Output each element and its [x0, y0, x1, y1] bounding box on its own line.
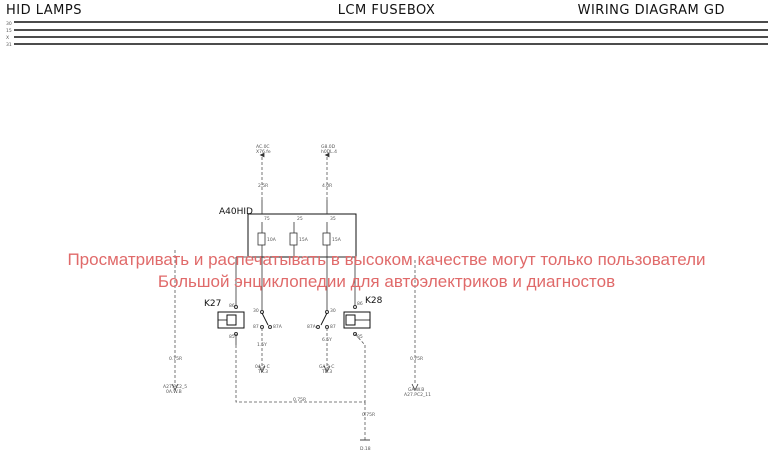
svg-text:10A: 10A	[267, 237, 277, 243]
wire-right-feed-gauge: 4.0R	[322, 183, 332, 189]
bus-label-x: X	[6, 35, 9, 41]
bus-label-15: 15	[6, 28, 12, 34]
svg-text:25: 25	[297, 216, 303, 222]
wire-k28-out-line1: GA.2 C	[319, 364, 334, 370]
svg-text:87: 87	[330, 324, 336, 330]
connector-left-line1: AC.0C	[256, 144, 270, 150]
wire-coil-link	[235, 345, 366, 403]
connector-right-line2: h0DL.4	[321, 149, 337, 155]
svg-text:30: 30	[330, 308, 336, 314]
wire-k27-out-line1: 0A.2 C	[255, 364, 270, 370]
svg-text:85: 85	[357, 334, 363, 340]
fusebox-label: A40HID	[219, 207, 253, 217]
header-right-title: WIRING DIAGRAM GD	[577, 3, 725, 18]
wire-k27-out-line2: TR.3	[257, 369, 268, 375]
wire-left-signal-gauge: 0.75R	[169, 356, 182, 362]
wire-k28-out-gauge: 6.5Y	[322, 337, 332, 343]
wire-left-signal-line1: A27.PC2_5	[163, 384, 187, 390]
fuse-2: 25 15A	[289, 216, 309, 257]
svg-text:87A: 87A	[307, 324, 317, 330]
wire-k27-out-gauge: 1.5Y	[257, 342, 267, 348]
svg-text:30: 30	[253, 308, 259, 314]
wire-right-signal-gauge: 0.75R	[410, 356, 423, 362]
wire-right-signal-line1: GA.W.B	[408, 387, 424, 393]
relay-k28: K28 86 85 30 87 87A	[307, 296, 383, 340]
fuse-1: 75 10A	[257, 216, 277, 257]
bus-label-31: 31	[6, 42, 12, 48]
wire-coil-link-gauge: 0.75R	[293, 397, 306, 403]
header-center-title: LCM FUSEBOX	[337, 3, 436, 18]
wire-ground-gauge: 0.75R	[362, 412, 375, 418]
svg-text:75: 75	[264, 216, 270, 222]
relay-k27: K27 86 85 30 87 87A	[204, 299, 283, 345]
watermark-line-2: Большой энциклопедии для автоэлектриков …	[157, 272, 616, 291]
connector-left-line2: X76.fe	[256, 149, 271, 155]
wire-k28-out-line2: TB.3	[321, 369, 332, 375]
ground-label: D.18	[360, 446, 371, 452]
relay-k27-label: K27	[204, 299, 221, 309]
relay-k28-label: K28	[365, 296, 383, 306]
svg-text:86: 86	[357, 301, 363, 307]
svg-text:87A: 87A	[273, 324, 283, 330]
svg-text:86: 86	[229, 303, 235, 309]
svg-text:87: 87	[253, 324, 259, 330]
watermark-line-1: Просматривать и распечатывать в высоком …	[67, 250, 706, 269]
wire-left-signal-line2: 0A.W.B	[166, 389, 182, 395]
svg-text:85: 85	[229, 334, 235, 340]
connector-right-line1: G8.0D	[321, 144, 336, 150]
fuse-3: 35 15A	[322, 216, 342, 257]
wire-left-feed-gauge: 2.5R	[258, 183, 268, 189]
svg-text:15A: 15A	[332, 237, 342, 243]
svg-text:35: 35	[330, 216, 336, 222]
bus-label-30: 30	[6, 21, 12, 27]
header-left-title: HID LAMPS	[6, 3, 82, 18]
svg-text:15A: 15A	[299, 237, 309, 243]
wire-right-signal-line2: A27.PC2_11	[404, 392, 431, 398]
